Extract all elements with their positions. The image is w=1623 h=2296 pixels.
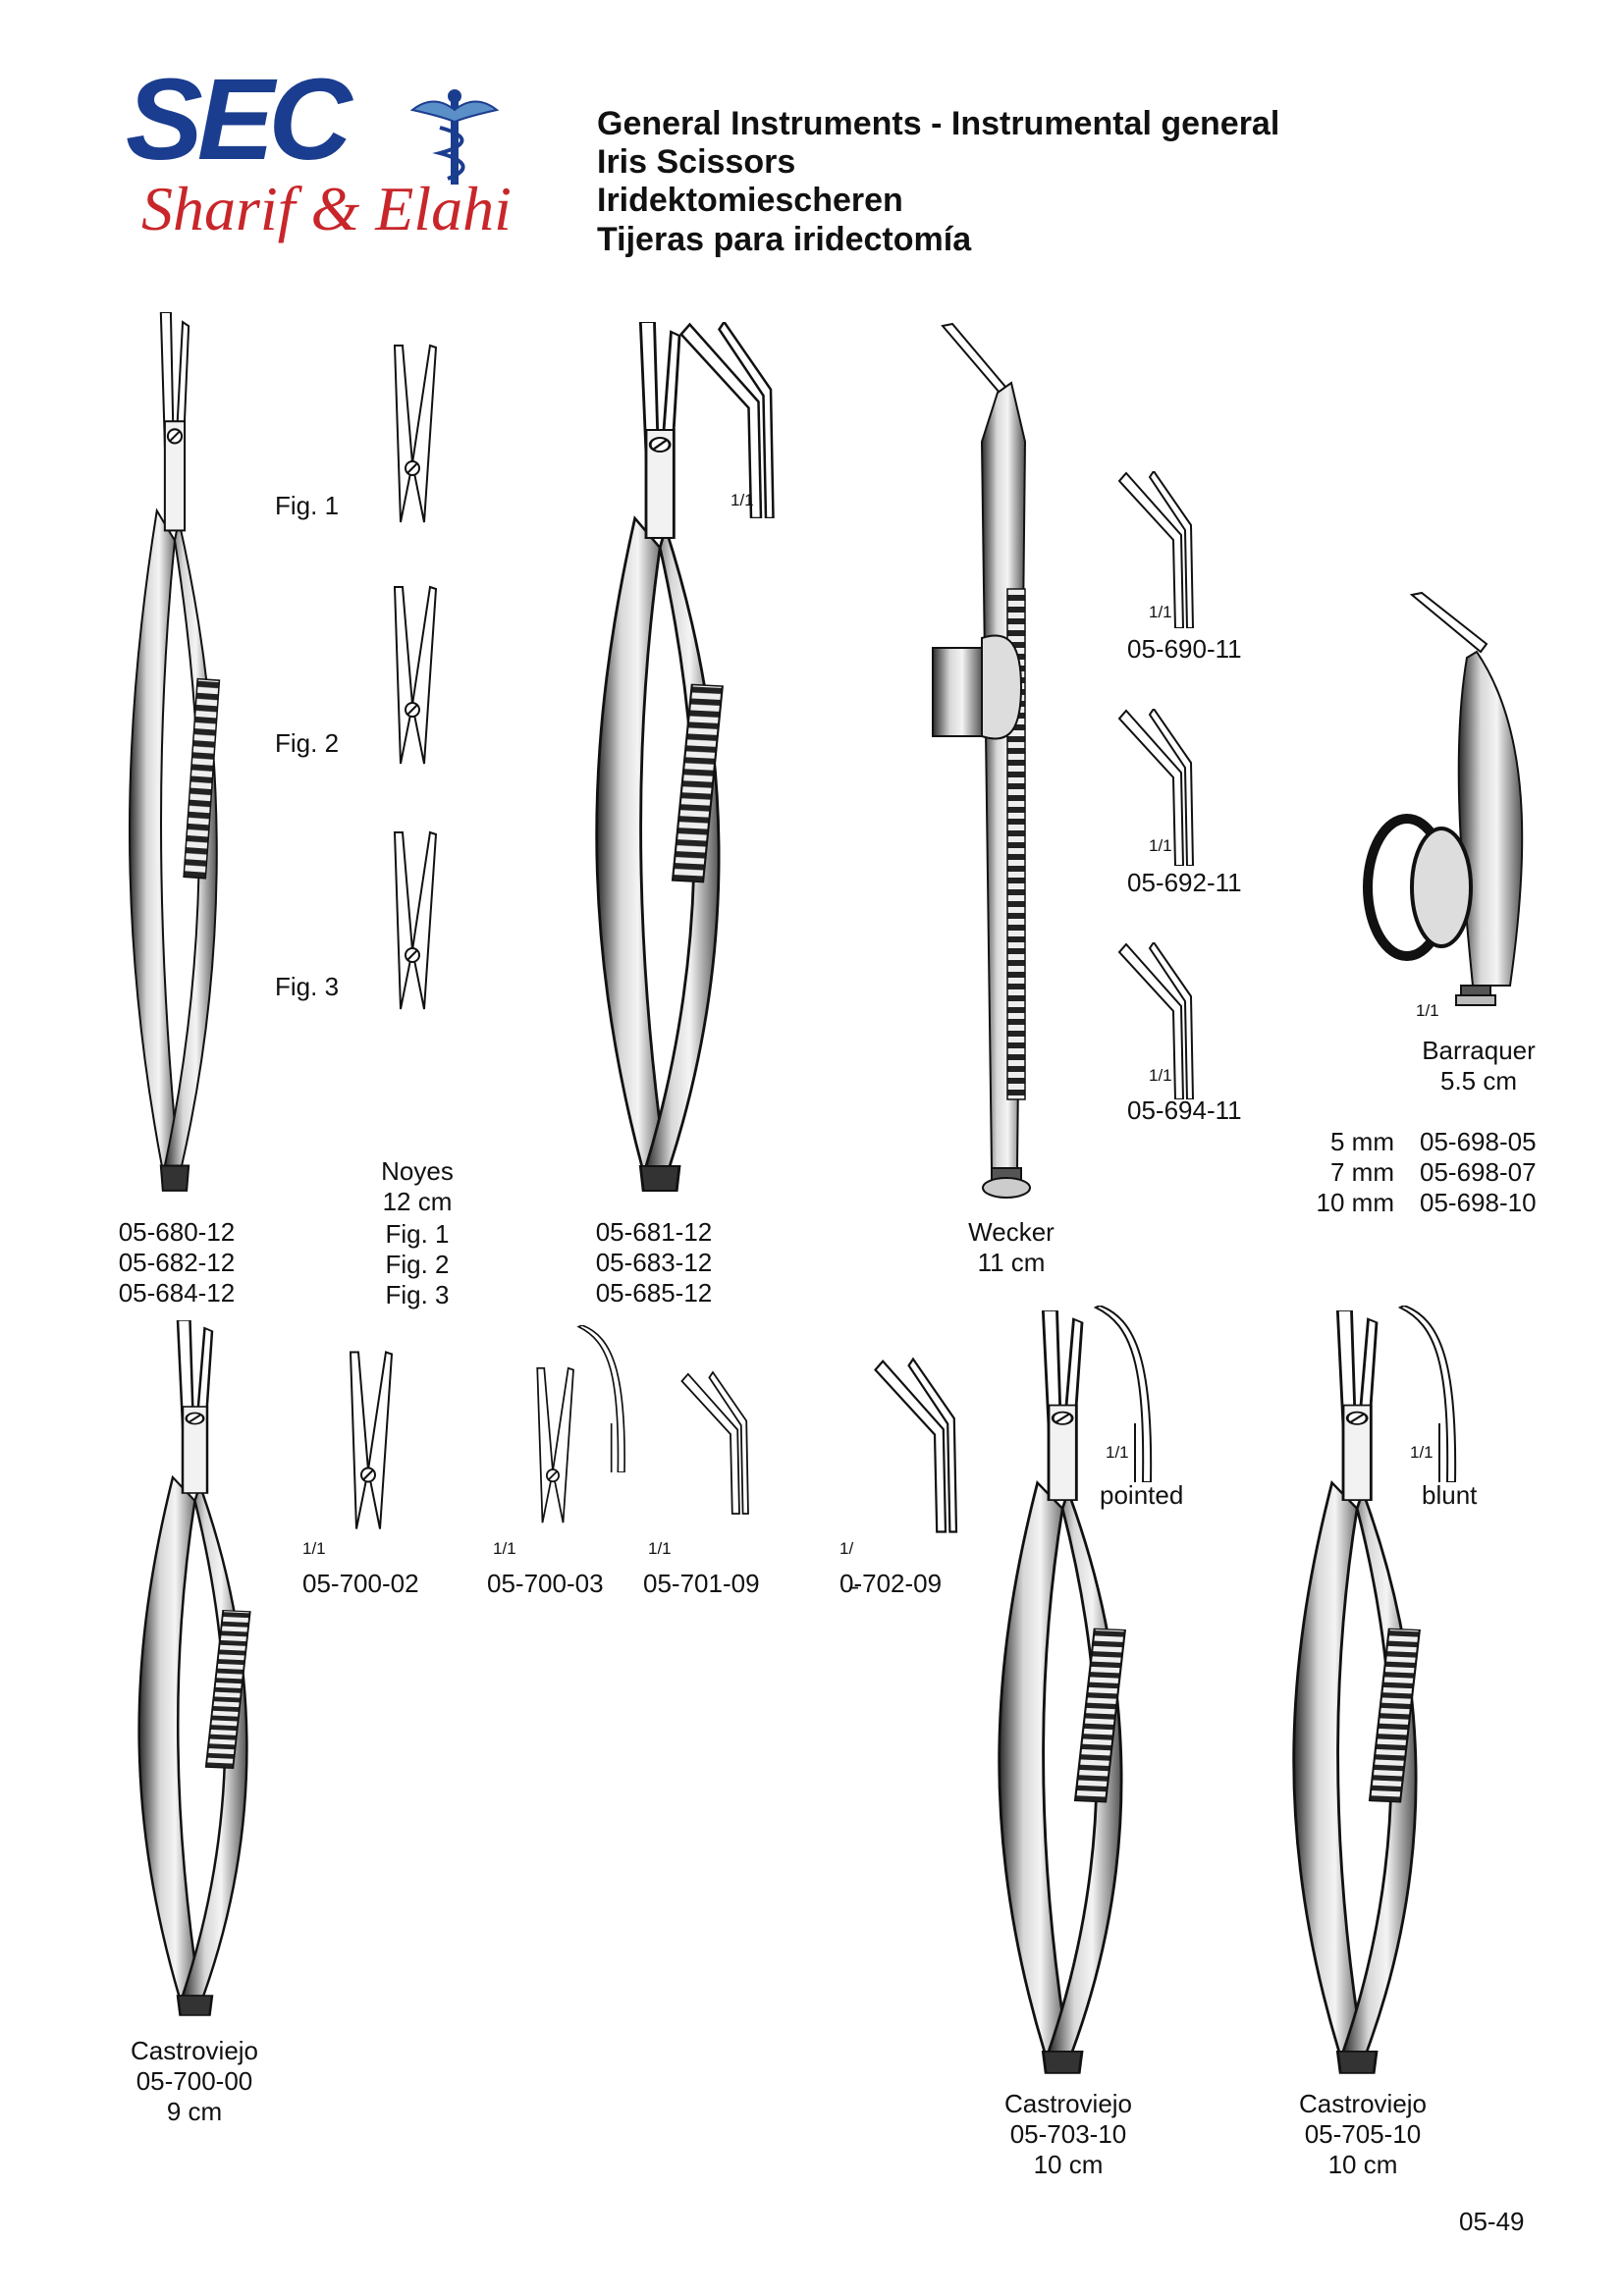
fig2-tip-image: [373, 558, 452, 793]
scale-label: 1/1: [1149, 836, 1172, 855]
instrument-size: 10 cm: [1327, 2150, 1398, 2179]
wecker-tip-code-1: 05-690-11: [1127, 634, 1242, 664]
wecker-tip-code-2: 05-692-11: [1127, 868, 1242, 897]
scale-label: 1/1: [1416, 1001, 1439, 1020]
fig-ref: Fig. 1: [385, 1219, 450, 1249]
fig-label-1: Fig. 1: [275, 491, 340, 520]
product-code: 05-698-10: [1420, 1188, 1537, 1217]
scale-label: 1/1: [493, 1539, 516, 1558]
fig-label-2: Fig. 2: [275, 728, 340, 758]
scale-label: 1/1: [1149, 1066, 1172, 1085]
variant-size: 7 mm: [1330, 1157, 1394, 1187]
product-code: 05-703-10: [1009, 2119, 1127, 2149]
header-line-4: Tijeras para iridectomía: [597, 221, 972, 258]
castroviejo-1-block: Castroviejo 05-700-00 9 cm: [131, 2036, 258, 2127]
instrument-name: Wecker: [968, 1217, 1055, 1247]
scale-label: 1/1: [648, 1539, 672, 1558]
scale-label: 1/1: [1410, 1443, 1434, 1462]
small-tip-code-2: 05-700-03: [487, 1569, 604, 1598]
noyes-codes-right: 05-681-12 05-683-12 05-685-12: [596, 1217, 713, 1308]
noyes-angled-tip-image: [668, 322, 805, 518]
product-code: 05-698-05: [1420, 1127, 1537, 1156]
scale-label: 1/1: [1149, 603, 1172, 621]
product-code: 05-681-12: [595, 1217, 713, 1247]
tip-05-701-09-image: [677, 1325, 766, 1561]
wecker-scissors-image: [932, 322, 1031, 1199]
instrument-name: Barraquer: [1422, 1036, 1536, 1065]
scale-label: 1/1: [730, 491, 754, 509]
barraquer-codes: 05-698-05 05-698-07 05-698-10: [1420, 1127, 1537, 1218]
page-number: 05-49: [1459, 2207, 1525, 2236]
castroviejo-3-block: Castroviejo 05-705-10 10 cm: [1299, 2089, 1427, 2180]
small-tip-code-3: 05-701-09: [643, 1569, 760, 1598]
product-code: 05-684-12: [118, 1278, 236, 1308]
variant-size: 5 mm: [1330, 1127, 1394, 1156]
product-code: 05-685-12: [595, 1278, 713, 1308]
instrument-name: Noyes: [381, 1156, 454, 1186]
instrument-size: 10 cm: [1033, 2150, 1104, 2179]
instrument-size: 11 cm: [977, 1248, 1046, 1277]
instrument-name: Castroviejo: [130, 2036, 259, 2065]
product-code: 05-700-00: [135, 2066, 253, 2096]
small-tip-code-1: 05-700-02: [302, 1569, 419, 1598]
fig-label-3: Fig. 3: [275, 972, 340, 1001]
header-line-3: Iridektomiescheren: [597, 182, 903, 219]
tip-05-700-03-curve-image: [566, 1325, 644, 1472]
product-code: 05-683-12: [595, 1248, 713, 1277]
wecker-tip-code-3: 05-694-11: [1127, 1095, 1242, 1125]
tip-05-700-02-image: [329, 1320, 407, 1561]
product-code: 05-705-10: [1304, 2119, 1422, 2149]
logo-sec-text: SEC: [126, 55, 352, 185]
instrument-name: Castroviejo: [1298, 2089, 1428, 2118]
variant-size: 10 mm: [1316, 1188, 1394, 1217]
product-code: 05-682-12: [118, 1248, 236, 1277]
product-code: 05-698-07: [1420, 1157, 1537, 1187]
instrument-size: 5.5 cm: [1439, 1066, 1518, 1095]
scale-label: 1/: [839, 1539, 854, 1558]
instrument-size: 12 cm: [382, 1187, 453, 1216]
barraquer-scissors-image: [1363, 591, 1524, 1006]
castroviejo-2-block: Castroviejo 05-703-10 10 cm: [1004, 2089, 1132, 2180]
fig1-tip-image: [373, 316, 452, 552]
tip-type-blunt: blunt: [1422, 1480, 1478, 1510]
noyes-name-block: Noyes 12 cm Fig. 1 Fig. 2 Fig. 3: [381, 1156, 454, 1310]
header-line-2: Iris Scissors: [597, 143, 796, 181]
tip-type-pointed: pointed: [1100, 1480, 1184, 1510]
noyes-scissors-straight-image: [98, 312, 255, 1205]
wecker-name-block: Wecker 11 cm: [968, 1217, 1055, 1278]
logo-script-text: Sharif & Elahi: [141, 174, 512, 243]
caduceus-icon: [410, 89, 499, 185]
scale-label: 1/1: [302, 1539, 326, 1558]
castroviejo-9cm-image: [124, 1320, 271, 2027]
product-code: 05-680-12: [118, 1217, 236, 1247]
fig-ref: Fig. 2: [385, 1250, 450, 1279]
fig3-tip-image: [373, 803, 452, 1039]
fig-ref: Fig. 3: [385, 1280, 450, 1309]
scale-label: 1/1: [1106, 1443, 1129, 1462]
instrument-size: 9 cm: [166, 2097, 223, 2126]
noyes-codes-left: 05-680-12 05-682-12 05-684-12: [119, 1217, 236, 1308]
tip-05-702-09-image: [870, 1330, 978, 1561]
barraquer-sizes: 5 mm 7 mm 10 mm: [1286, 1127, 1394, 1218]
header-line-1: General Instruments - Instrumental gener…: [597, 105, 1280, 142]
barraquer-name-block: Barraquer 5.5 cm: [1422, 1036, 1536, 1096]
instrument-name: Castroviejo: [1003, 2089, 1133, 2118]
small-tip-code-4: 0̵-702-09: [839, 1569, 943, 1598]
